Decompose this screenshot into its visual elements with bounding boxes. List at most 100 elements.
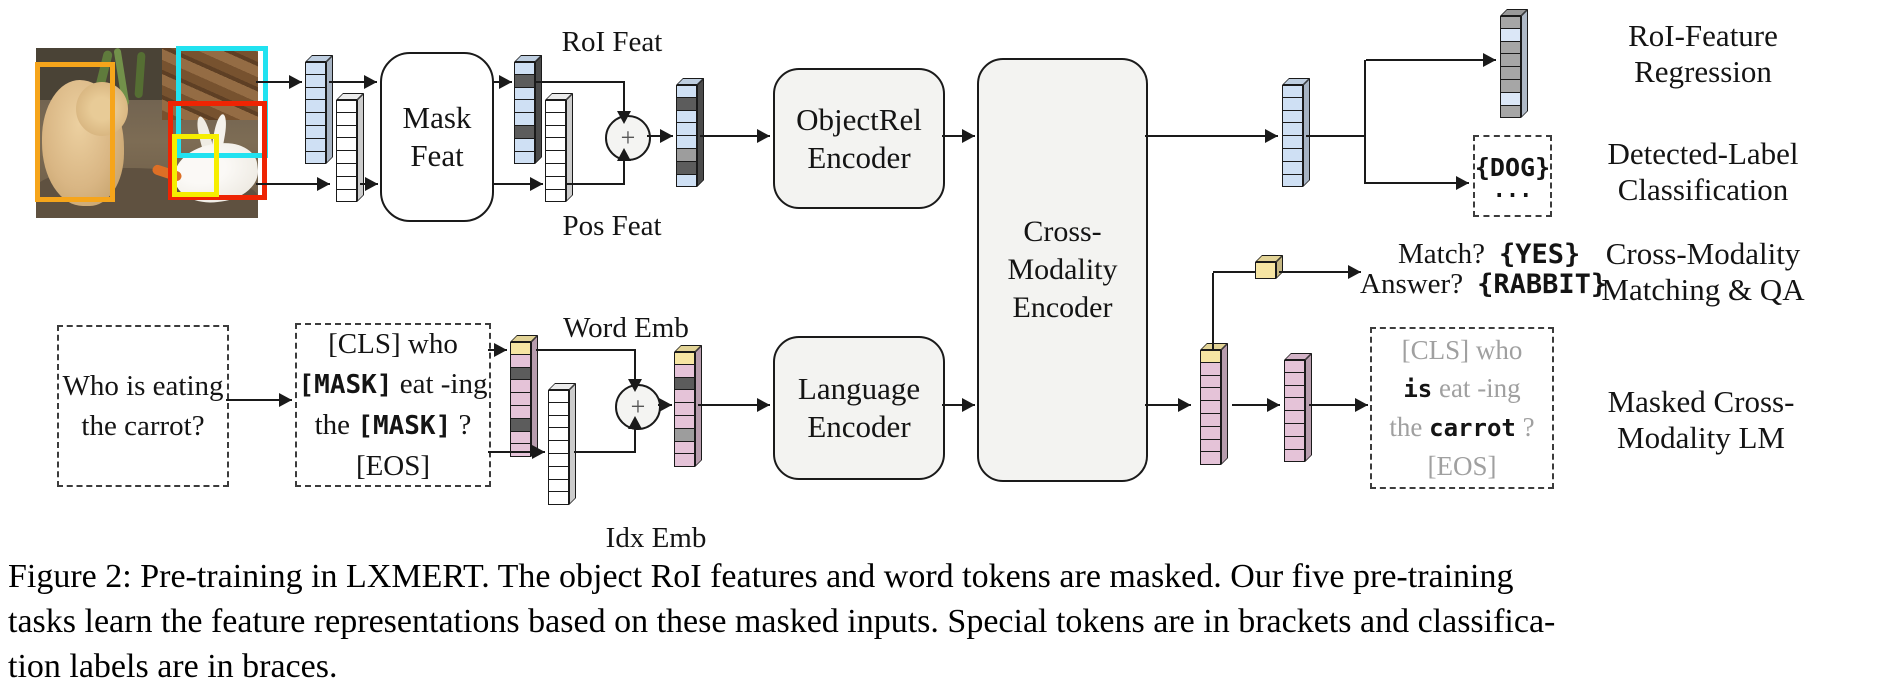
- vector-cell: [545, 163, 566, 177]
- vector-cell: [514, 125, 535, 139]
- vector-cell: [1284, 423, 1305, 437]
- detected-label-box: {DOG} ...: [1473, 135, 1552, 217]
- token-line: [EOS]: [356, 446, 430, 486]
- token-line: the [MASK] ?: [315, 405, 472, 446]
- vector-cell: [548, 415, 569, 429]
- vector-cell: [1284, 398, 1305, 412]
- arrowhead-icon: [659, 398, 672, 412]
- task-line: Cross-Modality: [1605, 236, 1801, 271]
- cross-modality-encoder-label: Modality: [1007, 253, 1118, 286]
- vector-cell: [545, 151, 566, 164]
- caption-line: tasks learn the feature representations …: [8, 603, 1556, 640]
- vector-cell: [510, 431, 531, 445]
- arrow-line: [942, 403, 975, 407]
- vector-cell: [510, 393, 531, 406]
- task-roi-feature-regression: RoI-Feature Regression: [1588, 18, 1818, 90]
- vector-language-output: [1200, 343, 1228, 466]
- vector-cell: [1500, 105, 1521, 119]
- token-line: the carrot ?: [1389, 408, 1534, 447]
- vector-cell: [548, 453, 569, 467]
- vector-vision-output: [1282, 78, 1310, 188]
- cross-modality-encoder-label: Encoder: [1012, 291, 1113, 324]
- arrowhead-icon: [1178, 398, 1191, 412]
- task-detected-label-classification: Detected-Label Classification: [1580, 136, 1826, 208]
- arrow-line: [942, 134, 975, 138]
- vector-word-emb: [510, 335, 538, 458]
- vector-roi-input: [305, 55, 333, 165]
- arrowhead-icon: [1348, 265, 1361, 279]
- vector-cell: [1284, 436, 1305, 450]
- arrow-line: [574, 450, 636, 454]
- photo-dog-head: [76, 82, 128, 136]
- arrowhead-icon: [757, 398, 770, 412]
- arrow-line: [1145, 134, 1278, 138]
- vector-cell: [1500, 92, 1521, 106]
- token-line: [CLS] who: [328, 324, 458, 364]
- arrow-line: [622, 159, 626, 184]
- vector-cell: [1200, 350, 1221, 363]
- vector-pos-feat: [545, 93, 573, 203]
- arrowhead-icon: [279, 393, 292, 407]
- vector-cell: [1282, 110, 1303, 124]
- vector-cell: [545, 125, 566, 139]
- vector-cell: [1200, 388, 1221, 402]
- qa-question: Answer?: [1360, 268, 1464, 300]
- token-text: [CLS] who: [328, 328, 458, 360]
- mask-feat-box: Mask Feat: [380, 52, 494, 222]
- vector-cell: [674, 403, 695, 416]
- vector-side: [697, 78, 704, 188]
- vector-cell: [305, 138, 326, 152]
- token-text: the: [1389, 412, 1430, 442]
- vector-cell: [305, 125, 326, 139]
- vector-cell: [548, 441, 569, 454]
- vector-roi-feat-masked: [514, 55, 542, 165]
- arrowhead-icon: [1265, 129, 1278, 143]
- language-encoder-box: Language Encoder: [773, 336, 945, 480]
- vector-cell: [674, 428, 695, 442]
- bbox-rabbit: [168, 101, 267, 200]
- vector-side: [569, 383, 576, 506]
- vector-pos-input: [336, 93, 364, 203]
- vector-cell: [1282, 161, 1303, 175]
- vector-cell: [1500, 28, 1521, 42]
- vector-cell: [1200, 426, 1221, 440]
- vector-cell: [548, 466, 569, 480]
- arrowhead-icon: [317, 177, 330, 191]
- task-cross-modality-matching-qa: Cross-Modality Matching & QA: [1580, 236, 1826, 308]
- answer-line: Answer? {RABBIT}: [1360, 268, 1607, 301]
- arrow-line: [567, 182, 625, 186]
- vector-cell: [336, 138, 357, 152]
- vector-cell: [510, 418, 531, 432]
- vector-cell: [305, 151, 326, 165]
- arrowhead-icon: [289, 75, 302, 89]
- arrow-line: [700, 134, 770, 138]
- vector-cell: [548, 479, 569, 493]
- arrow-line: [536, 80, 625, 84]
- vector-cell: [1200, 375, 1221, 389]
- arrowhead-icon: [530, 177, 543, 191]
- vector-cell: [676, 110, 697, 124]
- task-line: Matching & QA: [1601, 272, 1805, 307]
- vector-cell: [545, 176, 566, 190]
- token-text: the: [314, 409, 358, 441]
- arrow-line: [1306, 134, 1366, 138]
- vector-cell: [1284, 385, 1305, 399]
- vector-cell: [514, 138, 535, 152]
- vector-cell: [674, 415, 695, 429]
- example-photo: [36, 48, 258, 218]
- token-text: [EOS]: [355, 450, 431, 482]
- vector-cell: [676, 148, 697, 162]
- vector-vision-merged: [676, 78, 704, 188]
- vector-side: [1521, 9, 1528, 119]
- token-text: eat -ing: [392, 368, 488, 400]
- vector-cell: [674, 364, 695, 378]
- arrow-line: [1309, 403, 1368, 407]
- arrow-line: [226, 398, 292, 402]
- vector-cell: [1200, 362, 1221, 376]
- vector-cell: [676, 97, 697, 111]
- vector-cell: [305, 74, 326, 88]
- arrowhead-icon: [628, 416, 642, 429]
- vector-side: [1303, 78, 1310, 188]
- token-line: [MASK] eat -ing: [299, 364, 488, 405]
- vector-cell: [510, 405, 531, 419]
